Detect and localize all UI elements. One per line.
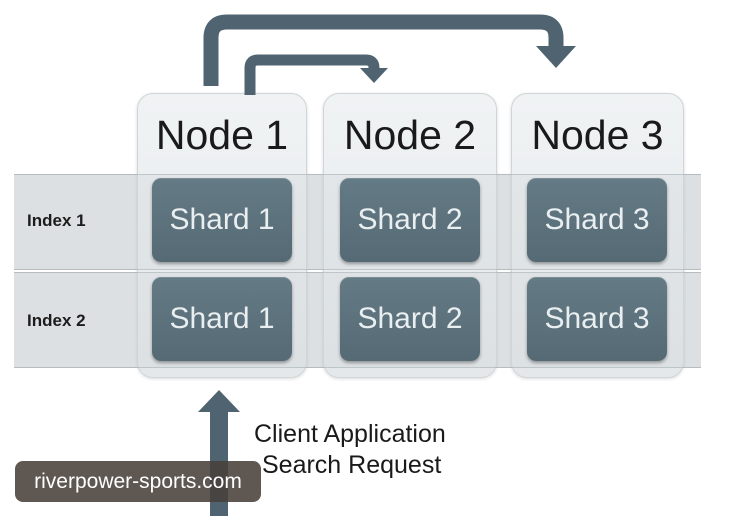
shard-index1-node1: Shard 1 bbox=[152, 178, 292, 262]
shard-index2-node3: Shard 3 bbox=[527, 277, 667, 361]
index-label-1: Index 1 bbox=[27, 211, 86, 230]
forward-arrow-node3 bbox=[203, 14, 576, 86]
client-application-label: Client Application bbox=[254, 420, 446, 448]
shard-index2-node1: Shard 1 bbox=[152, 277, 292, 361]
node-title-2: Node 2 bbox=[343, 112, 477, 158]
search-request-label: Search Request bbox=[262, 451, 442, 479]
shard-index2-node2: Shard 2 bbox=[340, 277, 480, 361]
watermark: riverpower-sports.com bbox=[15, 461, 261, 502]
node-title-3: Node 3 bbox=[531, 112, 664, 158]
shard-index1-node3: Shard 3 bbox=[527, 178, 667, 262]
index-label-2: Index 2 bbox=[27, 311, 86, 330]
shard-index1-node2: Shard 2 bbox=[340, 178, 480, 262]
forward-arrow-node2 bbox=[244, 54, 388, 95]
node-title-1: Node 1 bbox=[155, 112, 289, 158]
